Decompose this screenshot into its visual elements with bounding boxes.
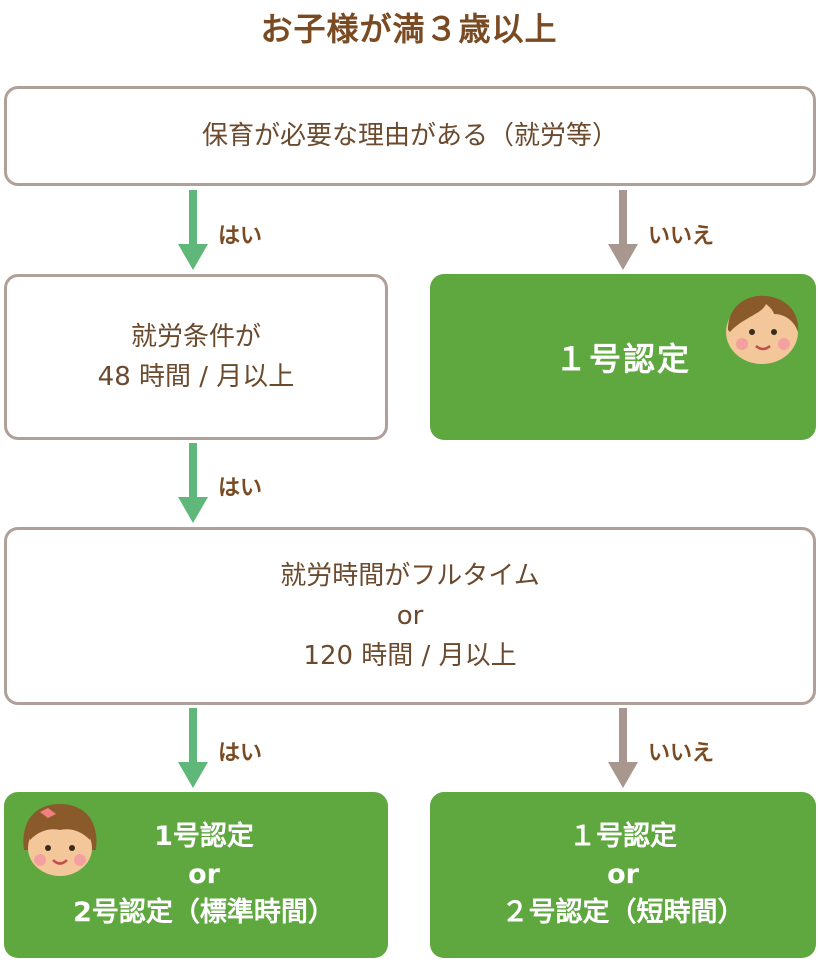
arrow-yes-3 <box>178 708 208 788</box>
question-work-condition: 就労条件が 48 時間 / 月以上 <box>4 274 388 440</box>
result-type1-or-type2-short: １号認定 or ２号認定（短時間） <box>430 792 816 958</box>
arrow-yes-1 <box>178 190 208 270</box>
result-2-line1: 1号認定 <box>154 821 254 852</box>
arrow-no-1 <box>608 190 638 270</box>
result-3-line2: or <box>607 859 639 890</box>
result-2-line2: or <box>188 859 220 890</box>
result-2-line3: 2号認定（標準時間） <box>73 897 335 928</box>
result-3-line1: １号認定 <box>569 821 677 852</box>
question-2-line1: 就労条件が <box>130 322 261 352</box>
result-3-line3: ２号認定（短時間） <box>501 897 745 928</box>
label-no-3: いいえ <box>648 741 715 766</box>
question-3-line2: or <box>396 601 424 631</box>
question-3-line3: 120 時間 / 月以上 <box>303 641 517 671</box>
result-type1-or-type2-standard: 1号認定 or 2号認定（標準時間） <box>4 792 388 958</box>
label-yes-1: はい <box>218 224 263 249</box>
question-reason-for-childcare: 保育が必要な理由がある（就労等） <box>4 86 816 186</box>
question-2-line2: 48 時間 / 月以上 <box>97 362 295 392</box>
arrow-yes-2 <box>178 443 208 523</box>
label-yes-2: はい <box>218 476 263 501</box>
girl-face-icon <box>23 804 97 876</box>
label-yes-3: はい <box>218 741 263 766</box>
result-1-text: １号認定 <box>554 340 691 378</box>
arrow-no-3 <box>608 708 638 788</box>
page-title: お子様が満３歳以上 <box>260 10 558 48</box>
question-1-text: 保育が必要な理由がある（就労等） <box>201 121 618 151</box>
boy-face-icon <box>726 295 799 364</box>
label-no-1: いいえ <box>648 224 715 249</box>
question-3-line1: 就労時間がフルタイム <box>280 561 540 591</box>
question-fulltime: 就労時間がフルタイム or 120 時間 / 月以上 <box>4 527 816 705</box>
